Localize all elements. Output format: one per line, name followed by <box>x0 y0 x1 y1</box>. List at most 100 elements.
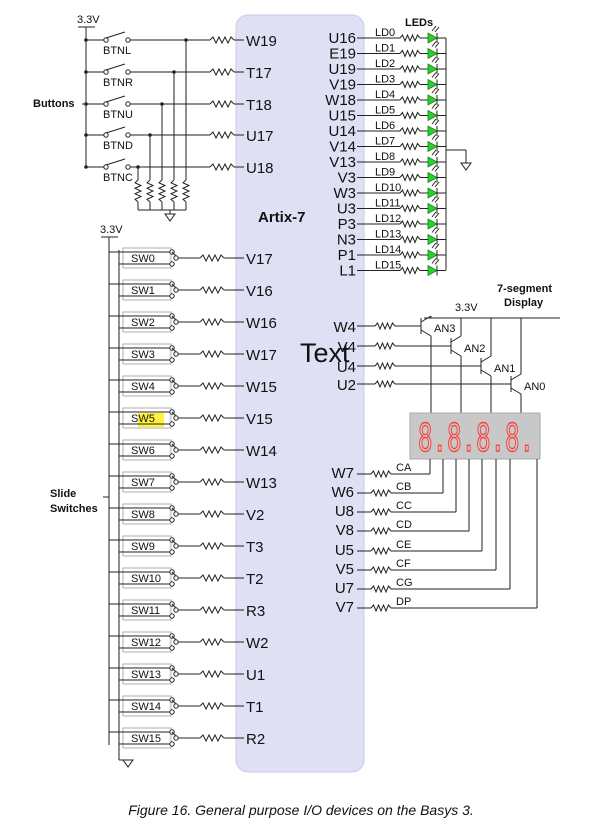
seven-segment-title-line2: Display <box>504 297 544 309</box>
cathode-label: CG <box>396 577 413 589</box>
switch-lever-icon <box>171 251 177 257</box>
resistor-icon <box>370 507 392 517</box>
led-light-ray <box>431 25 437 32</box>
led-light-ray <box>434 243 440 250</box>
chip-pin-label: T1 <box>246 699 264 716</box>
resistor-icon <box>199 381 225 391</box>
switch-label: SW15 <box>131 733 161 745</box>
switch-body <box>122 535 172 557</box>
resistor-icon <box>199 573 225 583</box>
chip-pin-label: W19 <box>246 33 277 50</box>
switch-label: SW13 <box>131 669 161 681</box>
led-light-ray <box>431 227 437 233</box>
led-light-ray <box>431 242 437 249</box>
led-label: LD12 <box>375 213 401 225</box>
resistor-icon <box>399 266 421 275</box>
chip-pin-label: V5 <box>336 561 354 578</box>
resistor-icon <box>399 111 421 120</box>
led-label: LD14 <box>375 244 401 256</box>
power-label: 3.3V <box>100 224 123 236</box>
chip-pin-label: U7 <box>335 580 354 597</box>
button-label: BTNL <box>103 45 131 57</box>
switch-common-icon <box>173 639 179 645</box>
led-icon <box>427 249 438 261</box>
switch-common-icon <box>173 671 179 677</box>
resistor-icon <box>209 35 235 45</box>
resistor-icon <box>399 188 421 198</box>
resistor-icon <box>399 95 421 105</box>
chip-pin-label: R3 <box>246 603 265 620</box>
led-label: LD6 <box>375 120 395 132</box>
switch-lever-icon <box>171 635 177 641</box>
switch-body <box>122 311 172 333</box>
chip-pin-labels: W19T17T18U17U18V17V16W16W17W15V15W14W13V… <box>246 30 356 748</box>
led-icon <box>427 233 438 246</box>
chip-pin-label: U14 <box>328 123 356 140</box>
switch-lever-icon <box>171 603 177 609</box>
led-label: LD3 <box>375 74 395 86</box>
led-light-ray <box>434 73 440 79</box>
led-light-ray <box>431 103 437 109</box>
led-light-ray <box>434 104 440 110</box>
cathode-label: CF <box>396 558 411 570</box>
switch-common-icon <box>173 607 179 613</box>
led-label: LD8 <box>375 151 395 163</box>
switch-body <box>122 503 172 525</box>
switch-label: SW3 <box>131 349 155 361</box>
chip-pin-label: V19 <box>329 77 356 94</box>
seven-segment-title-line1: 7-segment <box>497 283 552 295</box>
led-label: LD7 <box>375 136 395 148</box>
switch-body <box>122 439 172 461</box>
chip-pin-label: W18 <box>325 92 356 109</box>
switch-lever-icon <box>171 507 177 513</box>
led-label: LD5 <box>375 105 395 117</box>
chip-pin-label: W13 <box>246 475 277 492</box>
resistor-icon <box>374 321 396 331</box>
transistor-emitter-icon <box>450 335 462 343</box>
switch-contact-icon <box>169 741 175 747</box>
led-label: LD2 <box>375 58 395 70</box>
switch-label: SW5 <box>131 413 155 425</box>
chip-name: Artix-7 <box>258 209 306 226</box>
switch-label: SW0 <box>131 253 155 265</box>
switch-lever-icon <box>171 315 177 321</box>
anode-label: AN1 <box>494 363 515 375</box>
led-label: LD10 <box>375 182 401 194</box>
switch-body <box>122 631 172 653</box>
ground-icon <box>122 759 134 768</box>
resistor-icon <box>199 477 225 487</box>
figure-caption: Figure 16. General purpose I/O devices o… <box>128 802 474 818</box>
chip-pin-label: U17 <box>246 128 274 145</box>
switch-lever-icon <box>171 699 177 705</box>
led-light-ray <box>434 26 440 33</box>
led-light-ray <box>434 166 440 172</box>
pushbutton-actuator-icon <box>105 126 126 134</box>
resistor-icon <box>370 584 392 594</box>
pushbutton-actuator-icon <box>105 63 126 71</box>
led-icon <box>427 264 438 277</box>
switch-body <box>122 247 172 269</box>
resistor-icon <box>199 445 225 455</box>
resistor-icon <box>199 733 225 743</box>
resistor-icon <box>199 669 225 679</box>
button-label: BTNU <box>103 109 133 121</box>
switch-contact-icon <box>169 325 175 331</box>
ground-icon <box>164 213 176 222</box>
switch-contact-icon <box>125 164 131 170</box>
switch-label: SW2 <box>131 317 155 329</box>
switch-body <box>122 279 172 301</box>
chip-pin-label: U2 <box>337 377 356 394</box>
buttons-group-label: Buttons <box>33 98 75 110</box>
transistor-collector-icon <box>480 369 492 377</box>
switch-label: SW12 <box>131 637 161 649</box>
switch-contact-icon <box>169 293 175 299</box>
chip-pin-label: V3 <box>338 170 356 187</box>
resistor-icon <box>374 361 396 371</box>
cathode-label: CA <box>396 462 412 474</box>
artix7-chip-body <box>235 14 365 773</box>
resistor-icon <box>399 173 421 182</box>
switch-contact-icon <box>169 421 175 427</box>
resistor-icon <box>399 250 421 260</box>
chip-pin-label: W15 <box>246 379 277 396</box>
led-icon <box>427 78 438 91</box>
